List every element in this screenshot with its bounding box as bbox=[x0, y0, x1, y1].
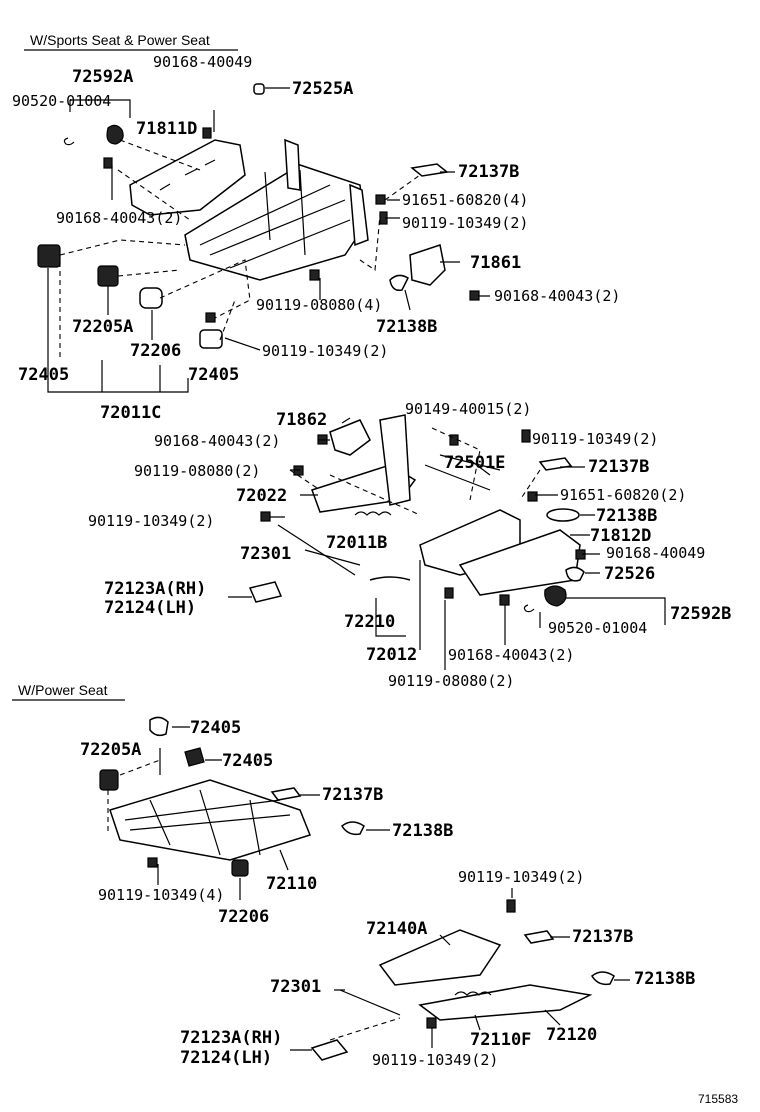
part-label: 72405 bbox=[190, 718, 241, 738]
part-label: 71812D bbox=[590, 526, 651, 546]
part-label: 90119-10349(2) bbox=[262, 342, 388, 360]
part-label: 90119-08080(4) bbox=[256, 296, 382, 314]
part-label: 72124(LH) bbox=[180, 1048, 272, 1068]
section-header-sports-power: W/Sports Seat & Power Seat bbox=[30, 32, 210, 48]
part-label: 72110 bbox=[266, 874, 317, 894]
part-label: 90520-01004 bbox=[12, 92, 111, 110]
part-label: 91651-60820(2) bbox=[560, 486, 686, 504]
part-label: 72405 bbox=[222, 751, 273, 771]
part-label: 72138B bbox=[392, 821, 453, 841]
part-label: 72206 bbox=[130, 341, 181, 361]
part-label: 90119-10349(2) bbox=[372, 1051, 498, 1069]
part-label: 90149-40015(2) bbox=[405, 400, 531, 418]
part-label: 72210 bbox=[344, 612, 395, 632]
lower-assembly-drawing bbox=[99, 716, 630, 1061]
part-label: 72301 bbox=[270, 977, 321, 997]
part-label: 90119-10349(2) bbox=[88, 512, 214, 530]
part-label: 72137B bbox=[588, 457, 649, 477]
part-label: 72592A bbox=[72, 67, 133, 87]
part-label: 90520-01004 bbox=[548, 619, 647, 637]
part-label: 90119-10349(2) bbox=[458, 868, 584, 886]
part-label: 71811D bbox=[136, 119, 197, 139]
part-label: 72137B bbox=[322, 785, 383, 805]
part-label: 71861 bbox=[470, 253, 521, 273]
part-label: 90168-40043(2) bbox=[56, 209, 182, 227]
part-label: 72137B bbox=[458, 162, 519, 182]
upper-assembly-drawing bbox=[37, 83, 490, 393]
part-label: 90119-10349(4) bbox=[98, 886, 224, 904]
part-label: 72140A bbox=[366, 919, 427, 939]
part-label: 72205A bbox=[80, 740, 141, 760]
part-label: 90168-40043(2) bbox=[494, 287, 620, 305]
part-label: 90119-10349(2) bbox=[402, 214, 528, 232]
part-label: 90168-40043(2) bbox=[154, 432, 280, 450]
part-label: 72137B bbox=[572, 927, 633, 947]
part-label: 90168-40043(2) bbox=[448, 646, 574, 664]
part-label: 72526 bbox=[604, 564, 655, 584]
part-label: 90168-40049 bbox=[153, 53, 252, 71]
part-label: 72405 bbox=[18, 365, 69, 385]
part-label: 72205A bbox=[72, 317, 133, 337]
part-label: 90119-10349(2) bbox=[532, 430, 658, 448]
part-label: 90119-08080(2) bbox=[388, 672, 514, 690]
part-label: 72022 bbox=[236, 486, 287, 506]
part-label: 72124(LH) bbox=[104, 598, 196, 618]
part-label: 72138B bbox=[634, 969, 695, 989]
part-label: 72011B bbox=[326, 533, 387, 553]
part-label: 72138B bbox=[596, 506, 657, 526]
part-label: 72592B bbox=[670, 604, 731, 624]
part-label: 72301 bbox=[240, 544, 291, 564]
section-header-power: W/Power Seat bbox=[18, 682, 108, 698]
part-label: 71862 bbox=[276, 410, 327, 430]
part-label: 72123A(RH) bbox=[104, 579, 206, 599]
part-label: 72120 bbox=[546, 1025, 597, 1045]
part-labels: 72592A 90168-40049 72525A 90520-01004 71… bbox=[12, 53, 731, 1069]
part-label: 91651-60820(4) bbox=[402, 191, 528, 209]
part-label: 72206 bbox=[218, 907, 269, 927]
part-label: 72525A bbox=[292, 79, 353, 99]
part-label: 72138B bbox=[376, 317, 437, 337]
part-label: 72011C bbox=[100, 403, 161, 423]
part-label: 90119-08080(2) bbox=[134, 462, 260, 480]
part-label: 90168-40049 bbox=[606, 544, 705, 562]
part-label: 72123A(RH) bbox=[180, 1028, 282, 1048]
part-label: 72012 bbox=[366, 645, 417, 665]
figure-code: 715583 bbox=[698, 1092, 738, 1106]
middle-assembly-drawing bbox=[228, 414, 666, 670]
part-label: 72110F bbox=[470, 1030, 531, 1050]
part-label: 72501E bbox=[444, 453, 505, 473]
part-label: 72405 bbox=[188, 365, 239, 385]
